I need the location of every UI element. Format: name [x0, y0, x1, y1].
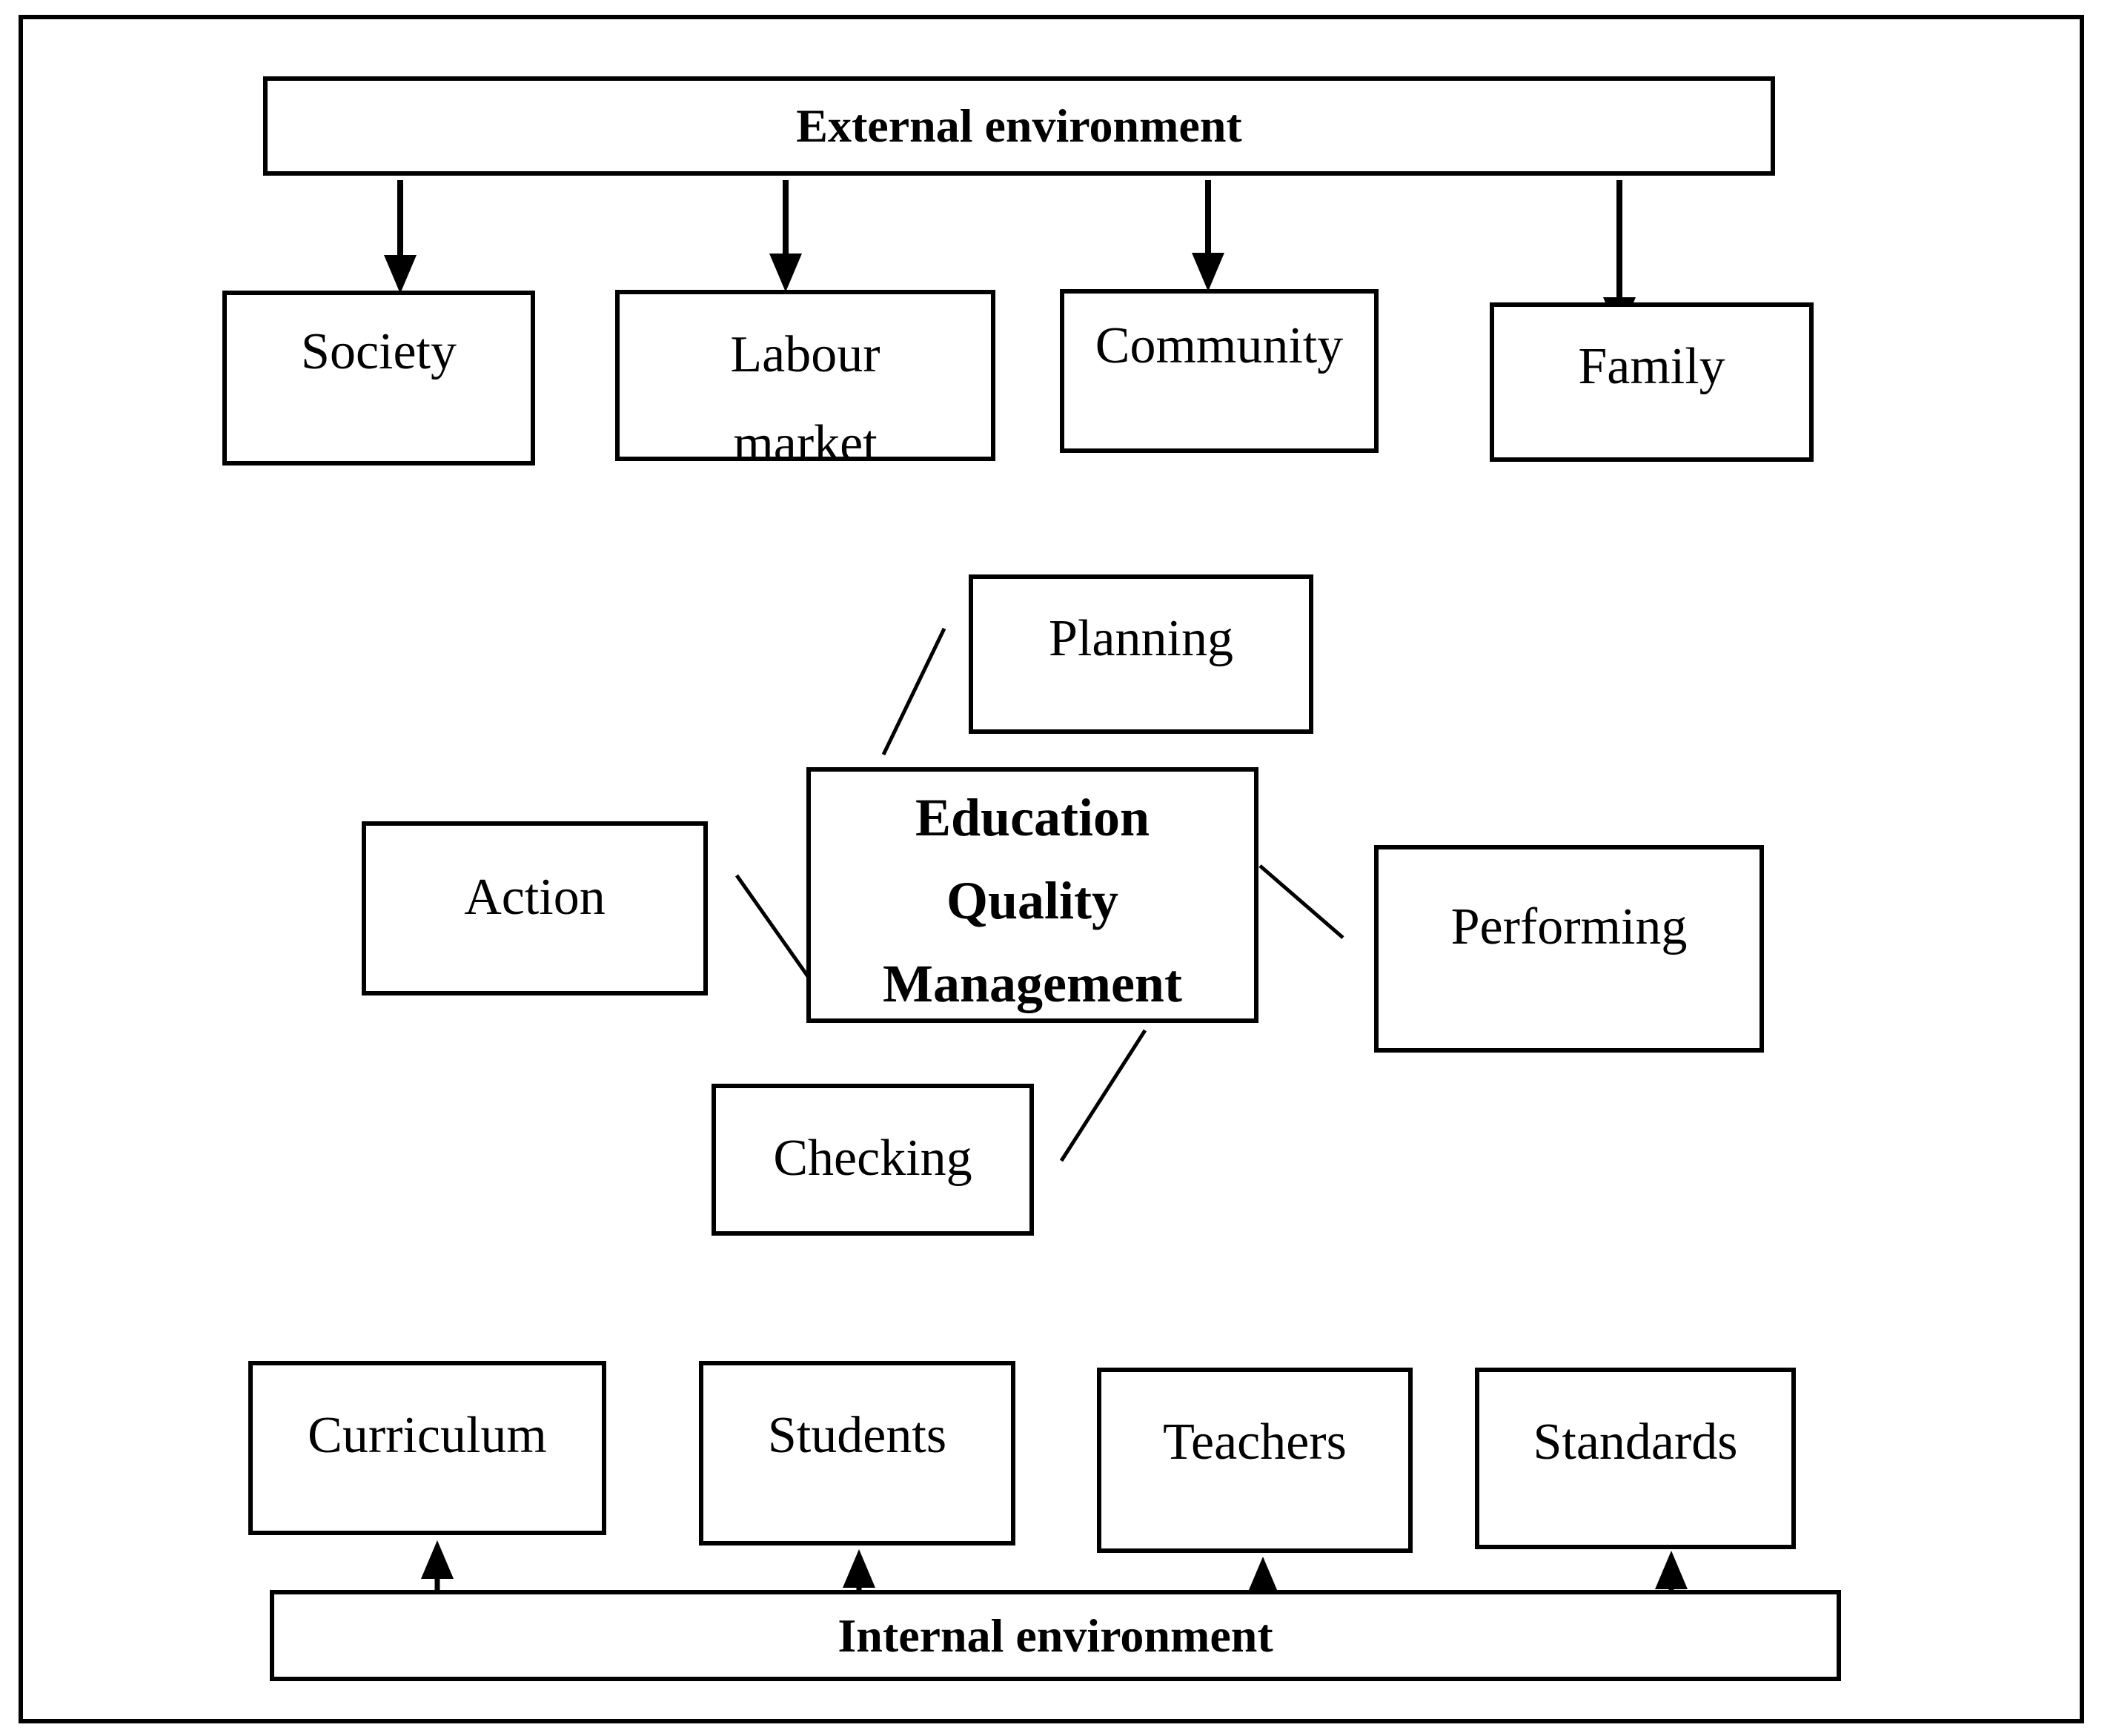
checking-box: Checking — [712, 1084, 1034, 1236]
students-label: Students — [767, 1407, 947, 1464]
community-box: Community — [1060, 289, 1379, 453]
outer-border — [19, 15, 2084, 1723]
performing-label: Performing — [1450, 898, 1688, 955]
community-label: Community — [1095, 317, 1344, 374]
internal-environment-box: Internal environment — [270, 1590, 1841, 1681]
teachers-box: Teachers — [1097, 1368, 1413, 1553]
family-label: Family — [1578, 338, 1725, 395]
performing-box: Performing — [1374, 845, 1764, 1053]
standards-box: Standards — [1475, 1368, 1796, 1549]
curriculum-label: Curriculum — [308, 1407, 547, 1464]
external-environment-box: External environment — [263, 76, 1775, 176]
education-quality-management-label: Education Quality Management — [883, 788, 1182, 1013]
planning-box: Planning — [969, 574, 1313, 734]
society-label: Society — [301, 323, 457, 380]
society-box: Society — [222, 291, 535, 466]
students-box: Students — [699, 1361, 1015, 1545]
education-quality-management-box: Education Quality Management — [806, 767, 1258, 1023]
labour-market-label: Labour market — [730, 326, 880, 473]
labour-market-box: Labour market — [615, 290, 995, 472]
standards-label: Standards — [1533, 1414, 1738, 1471]
teachers-label: Teachers — [1163, 1414, 1347, 1471]
action-box: Action — [362, 821, 708, 995]
action-label: Action — [464, 869, 606, 926]
curriculum-box: Curriculum — [248, 1361, 606, 1535]
internal-environment-label: Internal environment — [838, 1609, 1273, 1662]
checking-label: Checking — [773, 1130, 972, 1187]
family-box: Family — [1490, 302, 1814, 462]
external-environment-label: External environment — [796, 99, 1242, 153]
planning-label: Planning — [1049, 610, 1233, 667]
